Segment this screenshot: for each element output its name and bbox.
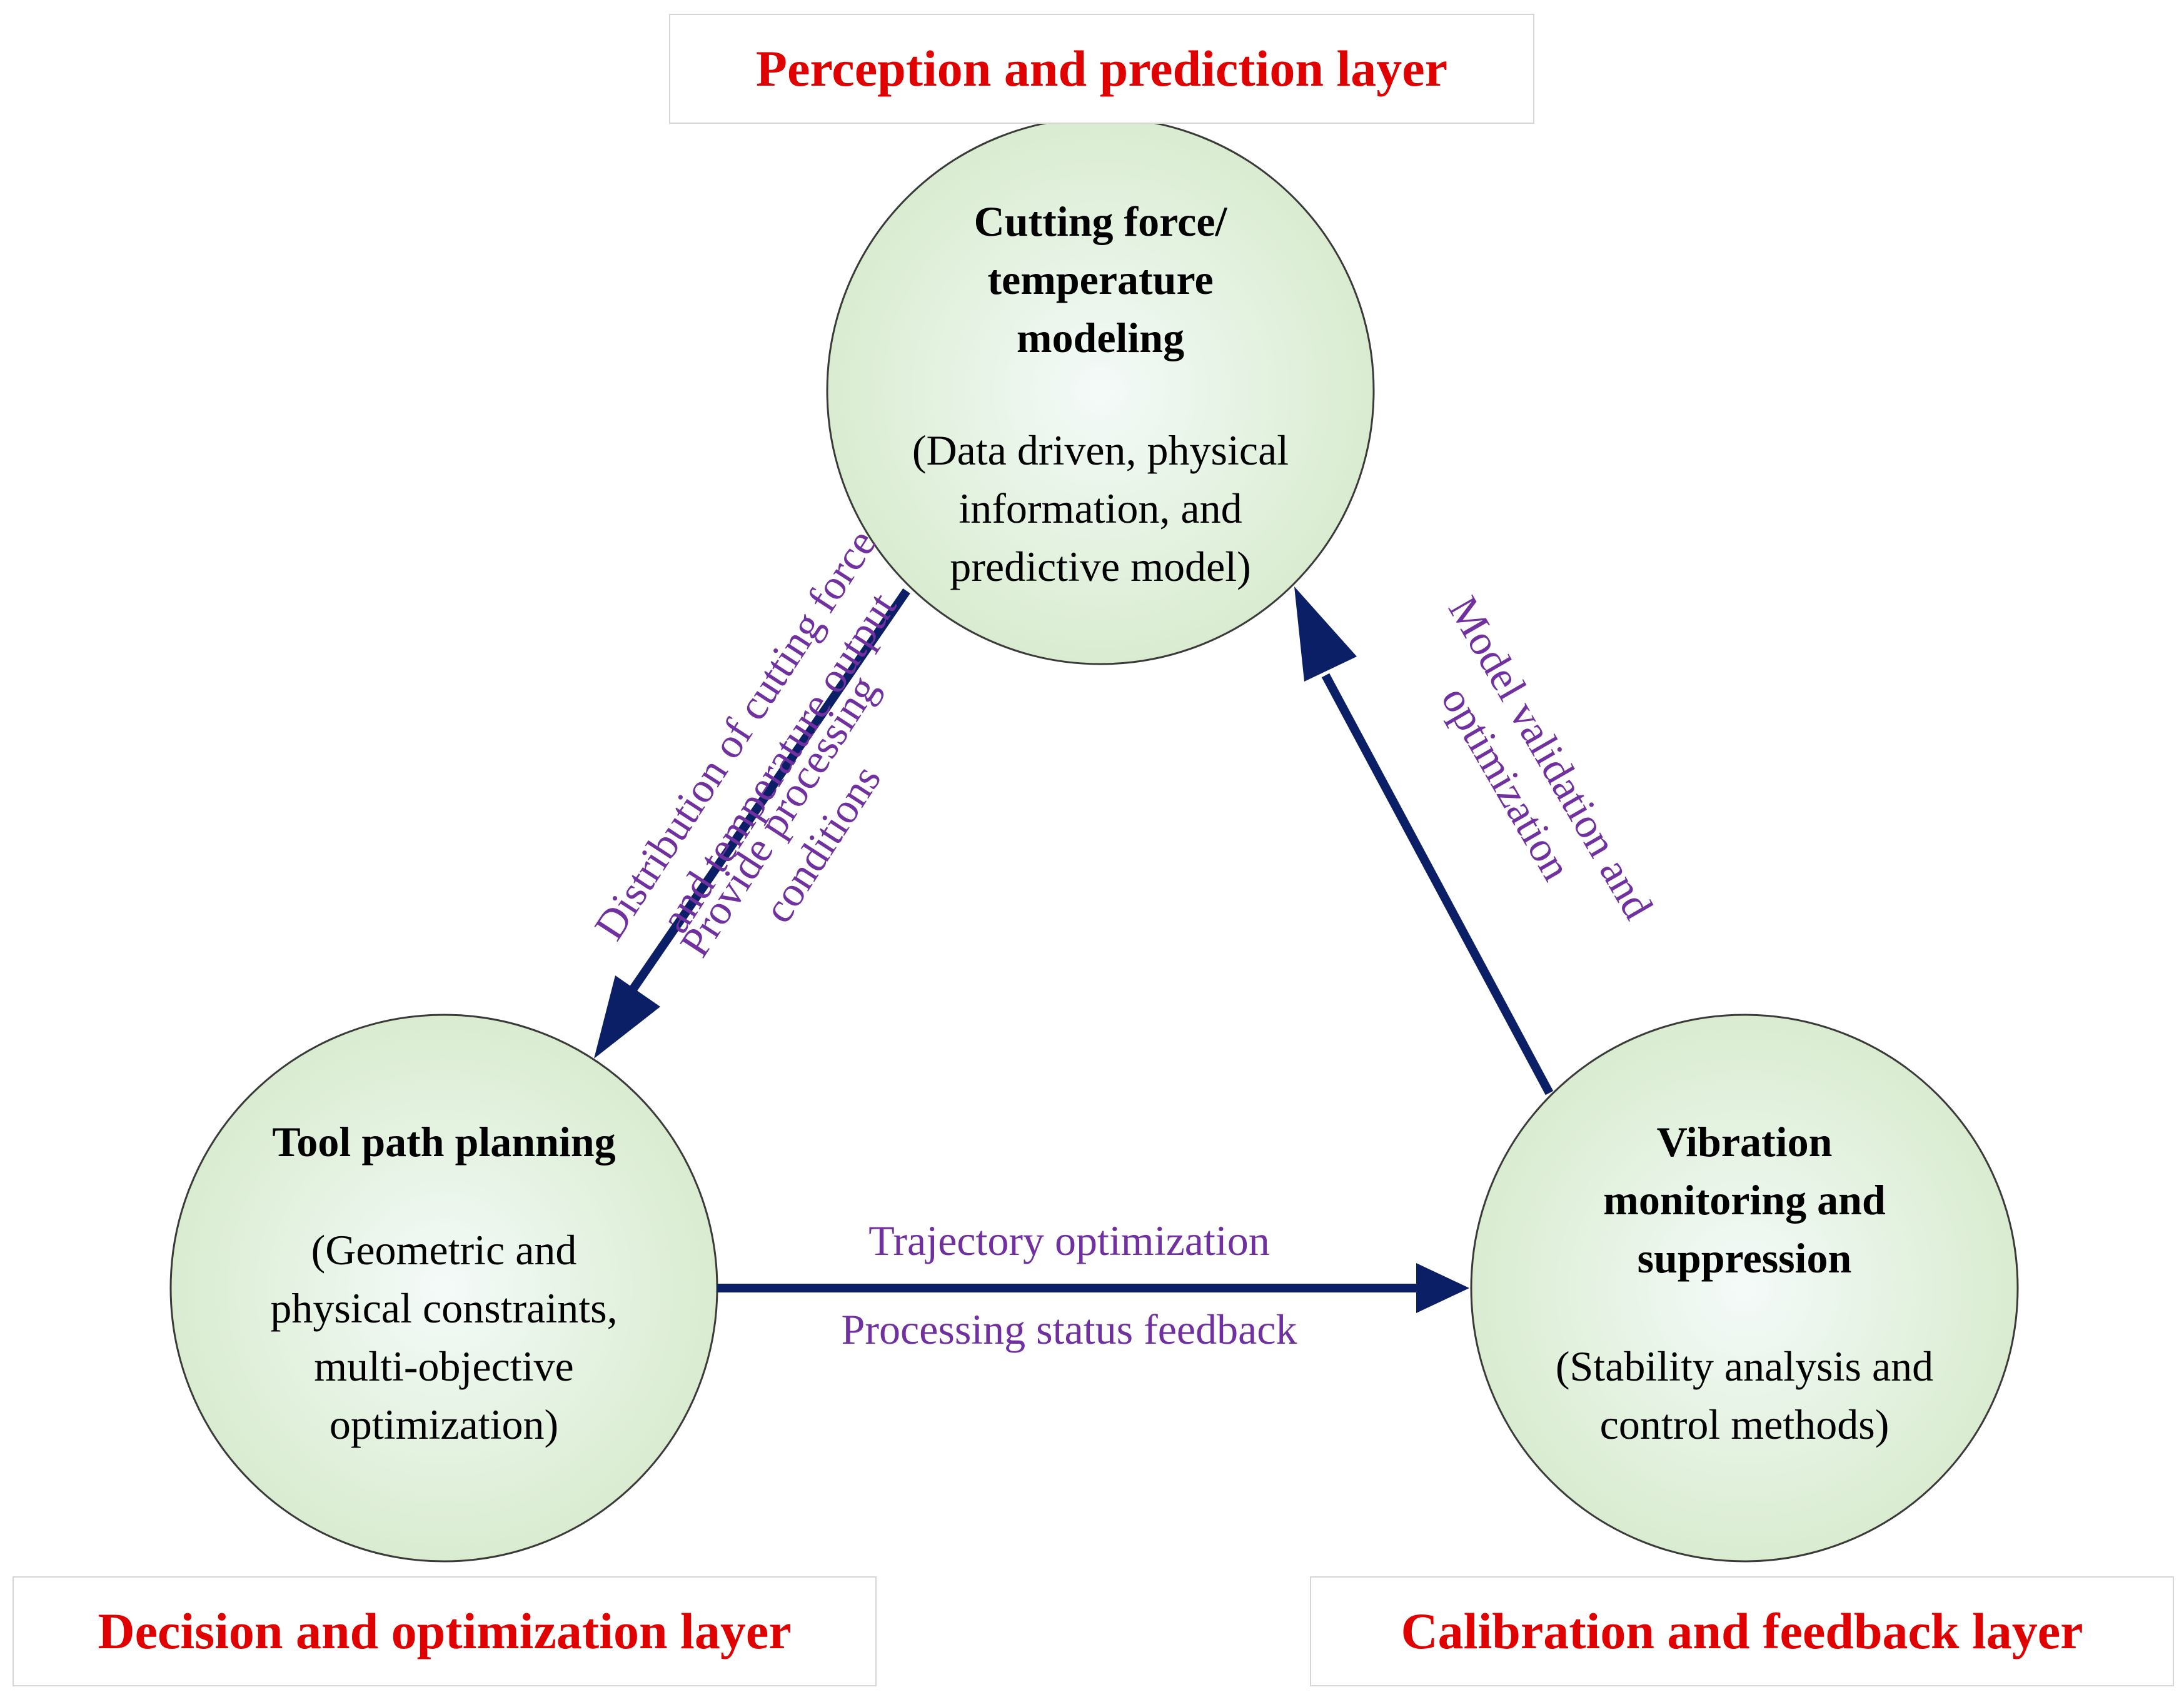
node-left-desc-line: multi-objective xyxy=(314,1342,574,1390)
node-top-desc-line: (Data driven, physical xyxy=(912,426,1289,474)
arrow-right-to-top-head xyxy=(1294,587,1357,682)
node-top-desc-line: predictive model) xyxy=(950,543,1251,590)
node-right-desc-line: (Stability analysis and xyxy=(1555,1342,1934,1390)
node-top-title: Cutting force/ temperature modeling xyxy=(825,193,1376,367)
node-left-desc-line: optimization) xyxy=(329,1401,559,1448)
arrow-left-to-right-head xyxy=(1416,1263,1469,1313)
node-top-title-line: temperature xyxy=(987,256,1214,303)
node-right-description: (Stability analysis and control methods) xyxy=(1469,1337,2020,1454)
node-top-description: (Data driven, physical information, and … xyxy=(825,421,1376,596)
node-right-title: Vibration monitoring and suppression xyxy=(1469,1113,2020,1287)
layer-title-perception: Perception and prediction layer xyxy=(669,14,1534,124)
node-right-desc-line: control methods) xyxy=(1599,1401,1890,1448)
node-top-title-line: Cutting force/ xyxy=(974,198,1227,245)
layer-title-calibration: Calibration and feedback layer xyxy=(1310,1576,2174,1686)
node-left-desc-line: (Geometric and xyxy=(311,1226,577,1274)
node-top-text: Cutting force/ temperature modeling (Dat… xyxy=(825,193,1376,596)
node-left-text: Tool path planning (Geometric and physic… xyxy=(169,1113,719,1454)
node-right-title-line: suppression xyxy=(1637,1234,1852,1282)
edge-label-processing-status-feedback: Processing status feedback xyxy=(841,1306,1297,1353)
node-left-description: (Geometric and physical constraints, mul… xyxy=(169,1221,719,1454)
node-right-title-line: monitoring and xyxy=(1603,1176,1886,1224)
node-left-title: Tool path planning xyxy=(169,1113,719,1171)
node-left-desc-line: physical constraints, xyxy=(270,1284,618,1332)
arrow-right-to-top-shaft xyxy=(1321,673,1554,1095)
node-right-circle xyxy=(1470,1014,2019,1563)
node-right-title-line: Vibration xyxy=(1656,1118,1833,1166)
node-right-text: Vibration monitoring and suppression (St… xyxy=(1469,1113,2020,1454)
layer-title-decision: Decision and optimization layer xyxy=(13,1576,877,1686)
node-top-desc-line: information, and xyxy=(959,485,1242,532)
arrow-top-to-left-shaft xyxy=(621,588,910,1003)
edge-label-trajectory-optimization: Trajectory optimization xyxy=(868,1217,1270,1264)
node-left-title-line: Tool path planning xyxy=(272,1118,616,1166)
node-top-title-line: modeling xyxy=(1016,314,1185,361)
arrow-top-to-left-head xyxy=(594,975,660,1059)
